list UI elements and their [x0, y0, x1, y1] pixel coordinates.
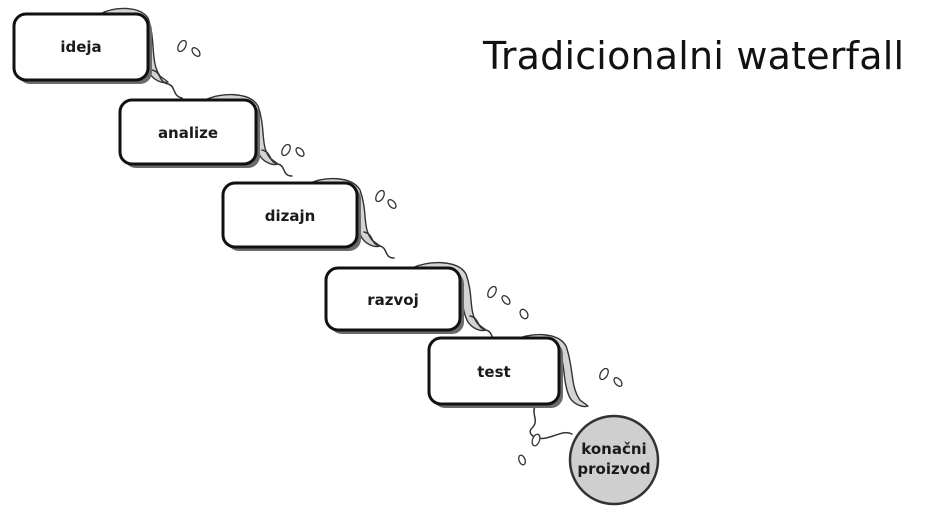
step-dizajn: dizajn [221, 177, 397, 259]
step-ideja: ideja [12, 7, 201, 99]
step-label: razvoj [367, 291, 418, 309]
water-drop [519, 308, 529, 320]
water-drop [375, 189, 385, 203]
water-drop [518, 454, 526, 466]
final-product: konačni proizvod [568, 414, 660, 506]
step-label: analize [158, 124, 218, 142]
water-drop [613, 377, 623, 387]
step-box [427, 336, 561, 406]
step-box [118, 98, 258, 166]
step-analize: analize [118, 93, 305, 177]
final-product-label-line2: proizvod [577, 460, 650, 478]
water-drop [281, 143, 291, 157]
water-drop [599, 367, 609, 381]
step-razvoj: razvoj [324, 261, 529, 343]
step-box [12, 12, 150, 82]
final-product-circle [568, 414, 660, 506]
step-box [324, 266, 462, 332]
water-drop [295, 147, 305, 157]
water-drop [191, 47, 201, 57]
diagram-title: Tradicionalni waterfall [483, 34, 905, 78]
water-splash-1 [151, 69, 183, 99]
step-label: test [477, 363, 510, 381]
water-drop [387, 199, 397, 209]
water-splash-3 [363, 231, 395, 259]
water-drop [487, 285, 497, 299]
water-drop [531, 433, 541, 447]
step-label: dizajn [265, 207, 316, 225]
water-splash-2 [261, 149, 293, 177]
step-label: ideja [60, 38, 101, 56]
step-box [221, 181, 359, 249]
water-splash-5 [529, 403, 573, 440]
final-product-label-line1: konačni [581, 440, 646, 458]
water-drop [177, 39, 187, 53]
water-drop [501, 295, 511, 305]
step-test: test [427, 333, 623, 466]
